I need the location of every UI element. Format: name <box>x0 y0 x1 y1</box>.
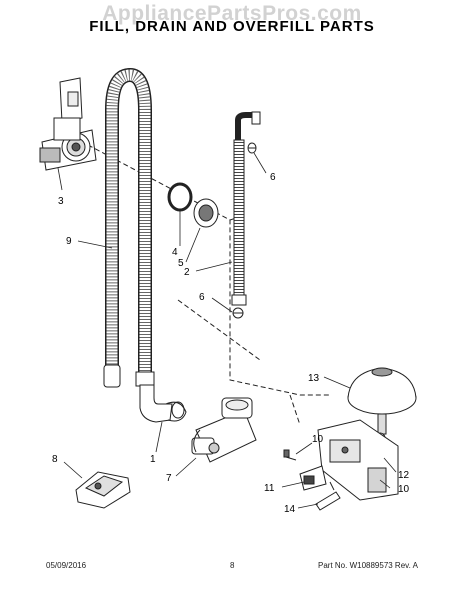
switch <box>299 465 327 491</box>
callout-10-lower: 10 <box>398 484 410 495</box>
switch-lever <box>315 481 341 511</box>
callout-13: 13 <box>308 373 320 384</box>
page-title: FILL, DRAIN AND OVERFILL PARTS <box>89 18 375 35</box>
assembly-dashed-line <box>87 144 330 426</box>
callout-3: 3 <box>58 196 64 207</box>
watermark: AppliancePartsPros.com <box>102 2 362 25</box>
float <box>347 367 417 444</box>
drain-elbow <box>139 384 187 423</box>
float-switch-bracket <box>317 419 399 501</box>
footer-date: 05/09/2016 <box>46 561 87 570</box>
hose-clamp-upper <box>247 142 257 154</box>
fill-hose <box>231 111 261 306</box>
hose-clamp-lower <box>232 307 244 319</box>
callout-8: 8 <box>52 454 58 465</box>
callout-9: 9 <box>66 236 72 247</box>
callout-1: 1 <box>150 454 156 465</box>
callout-4: 4 <box>172 247 178 258</box>
callout-10-upper: 10 <box>312 434 324 445</box>
callout-11: 11 <box>264 483 275 494</box>
screw <box>283 449 297 461</box>
callout-labels: 1 2 3 4 5 6 6 7 8 9 10 10 11 12 13 14 <box>52 172 410 515</box>
gasket-ring <box>167 182 193 212</box>
callout-6-upper: 6 <box>270 172 276 183</box>
water-valve <box>191 397 257 463</box>
callout-12: 12 <box>398 470 410 481</box>
footer-page-number: 8 <box>230 561 235 570</box>
callout-2: 2 <box>184 267 190 278</box>
leader-lines <box>57 152 397 509</box>
vent-assembly <box>39 77 97 171</box>
drain-hose <box>103 67 155 388</box>
callout-6-lower: 6 <box>199 292 205 303</box>
callout-14: 14 <box>284 504 296 515</box>
callout-5: 5 <box>178 258 184 269</box>
callout-7: 7 <box>166 473 172 484</box>
diverter-base <box>75 471 131 509</box>
footer-part-number: Part No. W10889573 Rev. A <box>318 561 418 570</box>
drain-fitting <box>193 198 219 228</box>
